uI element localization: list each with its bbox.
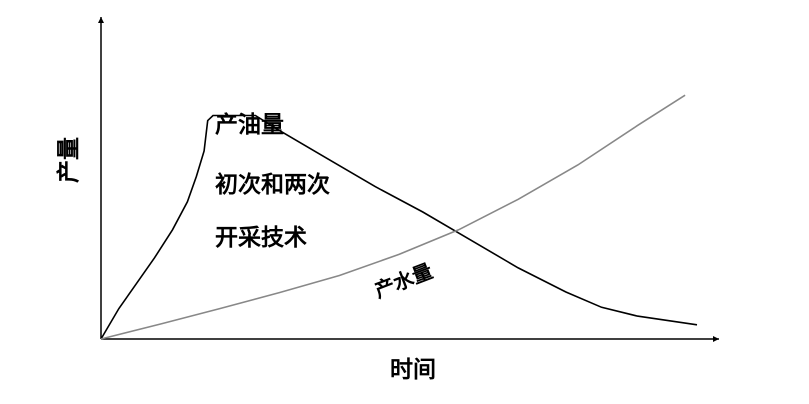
oil-label-3: 开采技术 xyxy=(215,225,307,251)
water-production-curve xyxy=(100,94,686,340)
x-axis-label: 时间 xyxy=(390,357,436,383)
water-label: 产水量 xyxy=(371,259,436,303)
y-axis-label: 产量 xyxy=(55,137,82,183)
oil-label-1: 产油量 xyxy=(215,111,284,138)
oil-label-2: 初次和两次 xyxy=(215,171,330,198)
oil-production-curve xyxy=(100,114,698,340)
